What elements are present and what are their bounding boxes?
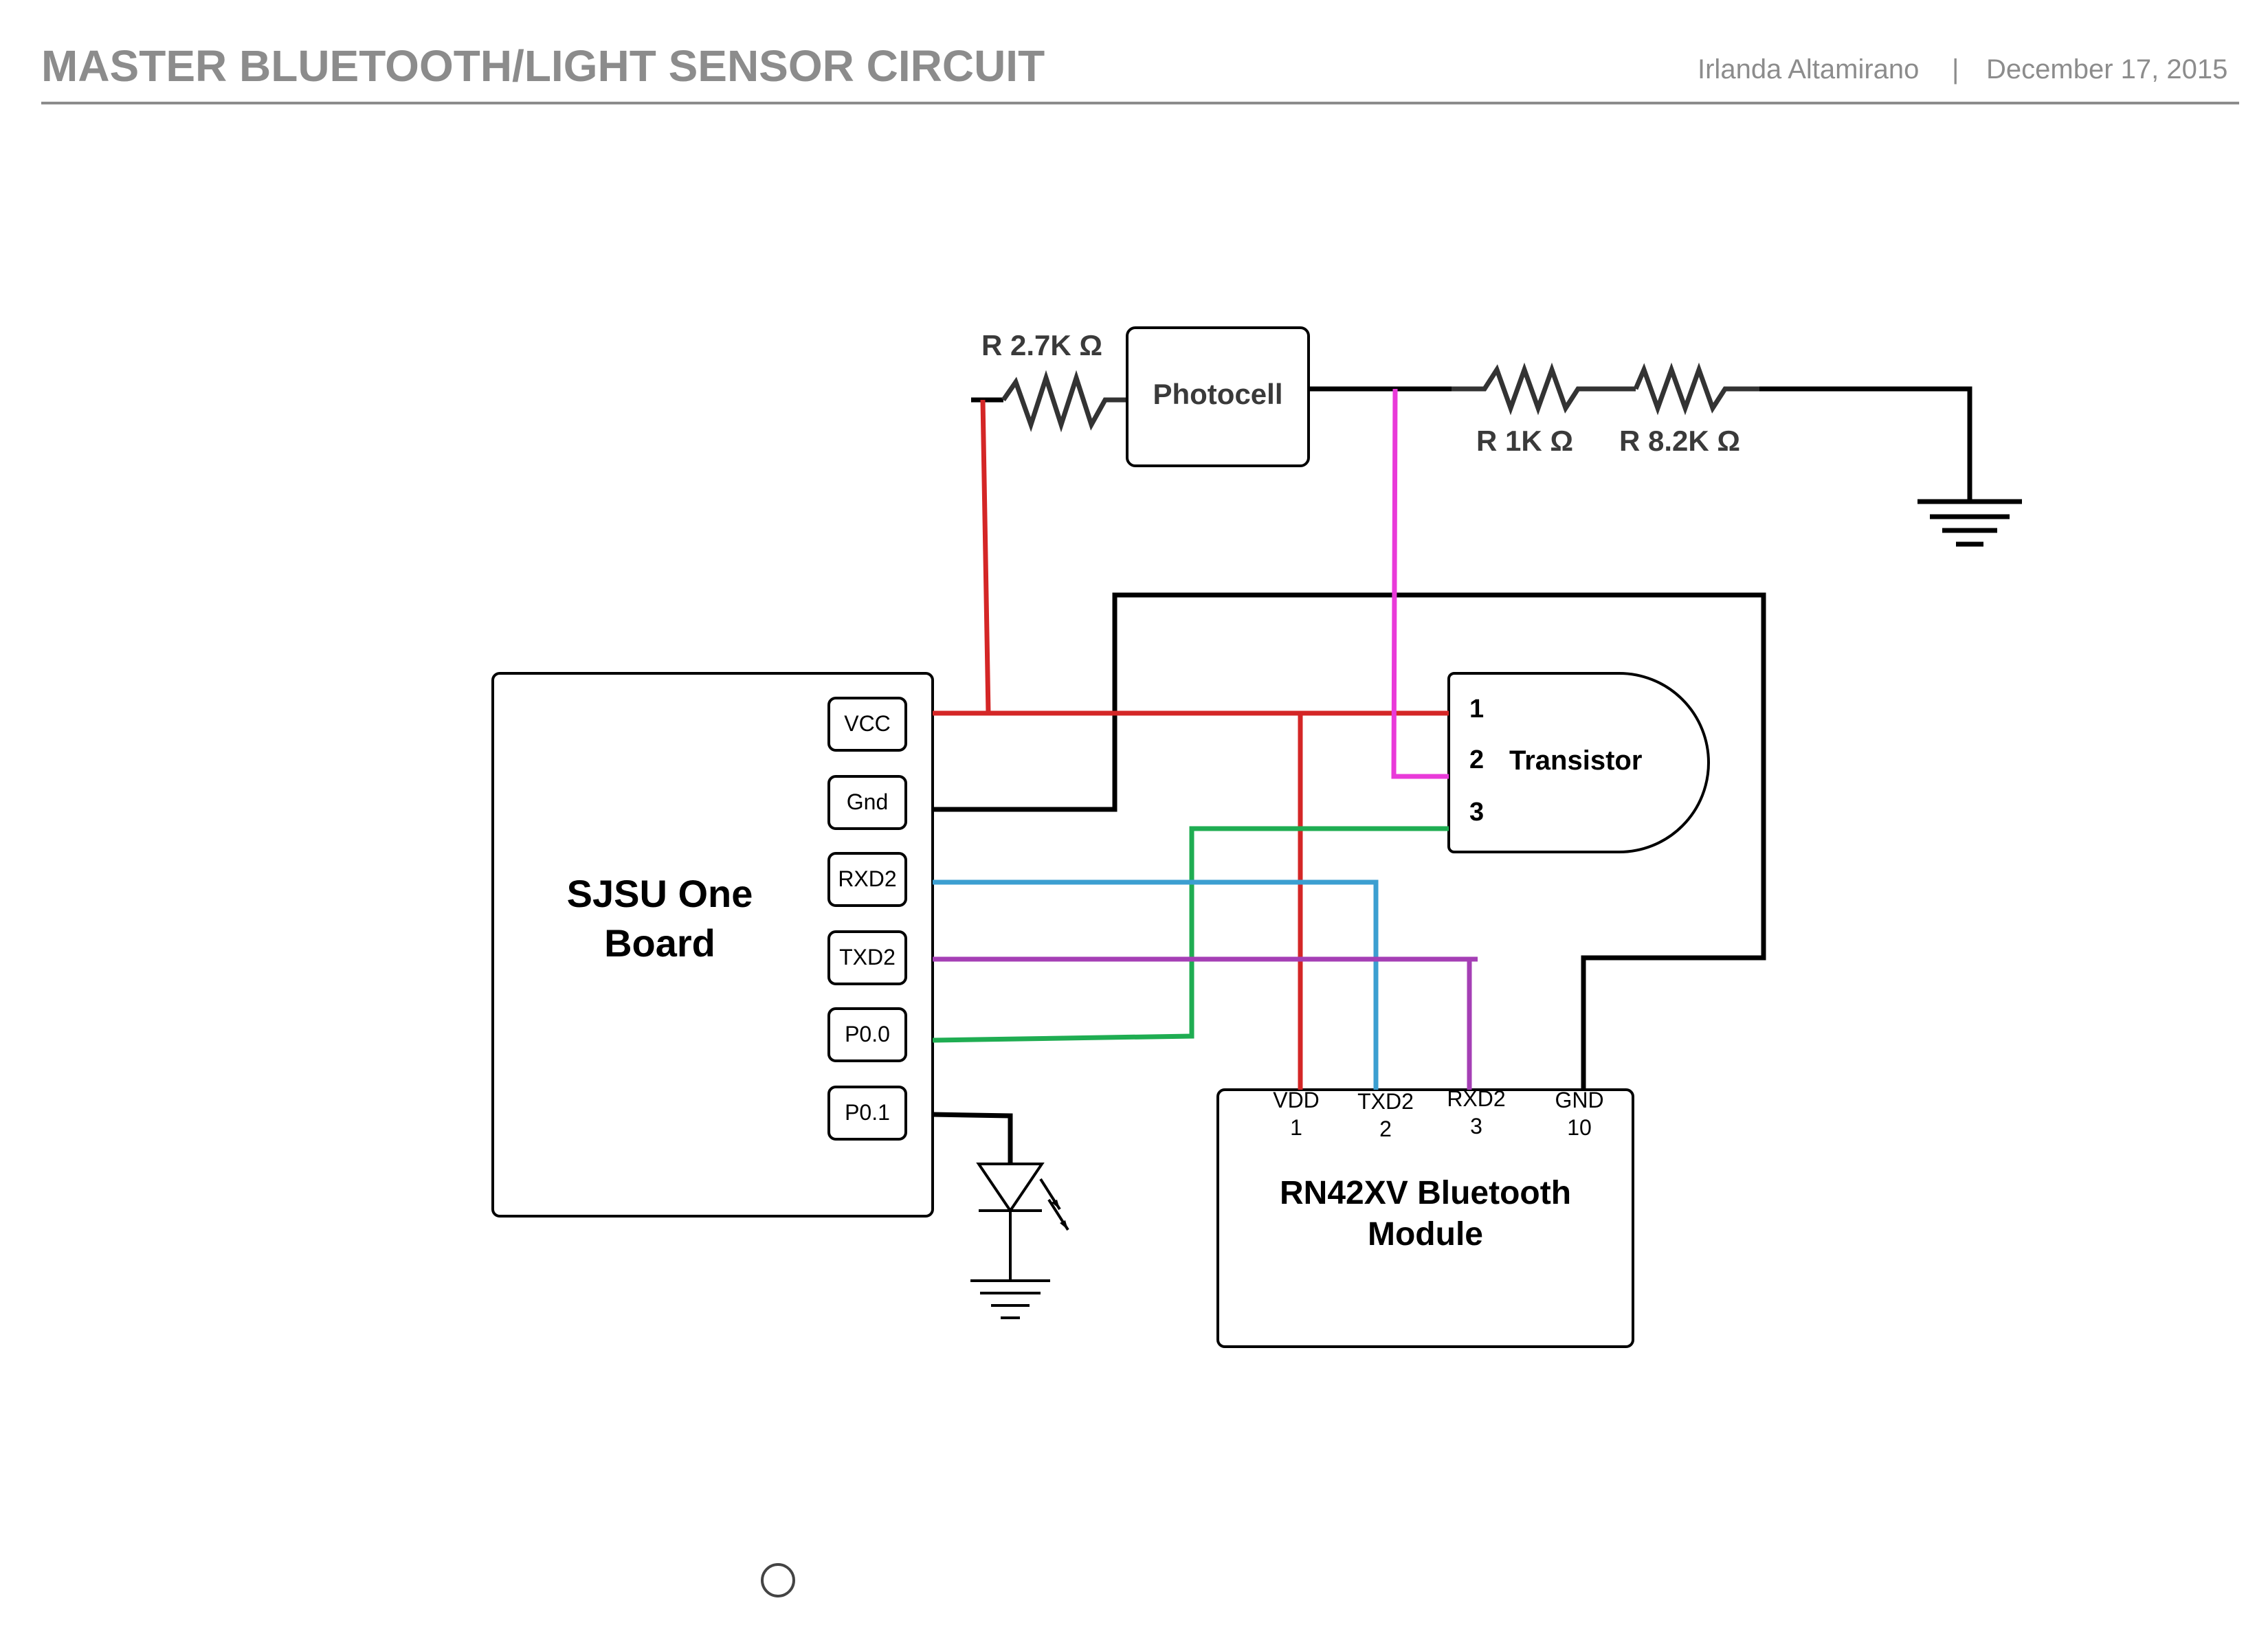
svg-text:RXD2: RXD2 (1447, 1086, 1505, 1111)
sjsu-one-board (491, 672, 934, 1218)
resistor-2-7k (1001, 370, 1127, 433)
board-pin-txd2: TXD2 (827, 930, 907, 985)
wire-vcc-resistor-drop (980, 399, 991, 714)
svg-text:GND: GND (1555, 1088, 1603, 1112)
svg-text:1: 1 (1290, 1115, 1302, 1140)
svg-text:P0.0: P0.0 (845, 1022, 890, 1046)
bluetooth-module (1216, 1088, 1634, 1348)
svg-text:TXD2: TXD2 (1357, 1089, 1414, 1114)
transistor-pin-1: 1 (1469, 695, 1484, 723)
svg-text:Gnd: Gnd (847, 789, 888, 814)
board-label-line1: SJSU One (567, 872, 753, 915)
ground-symbol-top (1917, 499, 2022, 547)
board-pin-rxd2: RXD2 (827, 852, 907, 907)
board-label-line2: Board (604, 921, 715, 965)
board-pin-vcc: VCC (827, 697, 907, 752)
page-marker-circle (761, 1563, 795, 1597)
resistor-1k (1452, 362, 1636, 416)
board-pin-p0-1: P0.1 (827, 1086, 907, 1141)
svg-text:3: 3 (1470, 1114, 1482, 1138)
resistor-8-2k-label: R 8.2K Ω (1619, 425, 1740, 457)
svg-text:10: 10 (1567, 1115, 1592, 1140)
board-pin-gnd: Gnd (827, 775, 907, 830)
transistor-body (1447, 672, 1710, 853)
wire-p01-led (932, 1112, 1013, 1164)
svg-text:P0.1: P0.1 (845, 1100, 890, 1125)
svg-text:RXD2: RXD2 (838, 866, 896, 891)
transistor-pin-3: 3 (1469, 798, 1484, 827)
transistor-pin-2: 2 (1469, 745, 1484, 774)
ground-symbol-led (970, 1279, 1050, 1319)
transistor-label: Transistor (1509, 745, 1642, 776)
resistor-8-2k (1633, 362, 1759, 416)
bluetooth-label-line1: RN42XV Bluetooth (1280, 1175, 1571, 1211)
wire-ground-loop (933, 592, 1766, 1090)
svg-text:VDD: VDD (1273, 1088, 1320, 1112)
wire-to-top-ground (1759, 386, 1972, 500)
wire-signal-pin2 (1391, 388, 1449, 779)
svg-text:VCC: VCC (844, 711, 891, 736)
led-symbol (976, 1163, 1069, 1281)
resistor-2-7k-label: R 2.7K Ω (981, 329, 1102, 361)
bluetooth-label-line2: Module (1368, 1216, 1483, 1253)
photocell-box (1126, 326, 1310, 467)
header-separator: | (1952, 54, 1959, 85)
document-date: December 17, 2015 (1986, 54, 2227, 85)
svg-text:TXD2: TXD2 (839, 945, 896, 969)
author-name: Irlanda Altamirano (1698, 54, 1919, 85)
bluetooth-pin-gnd: GND 10 (1555, 1088, 1603, 1140)
bluetooth-pin-rxd2: RXD2 3 (1447, 1086, 1505, 1138)
bluetooth-pin-vdd: VDD 1 (1273, 1088, 1320, 1140)
wire-p00-pin3 (932, 826, 1449, 1043)
wire-rxd2-to-txd2 (933, 879, 1379, 1090)
bluetooth-pin-txd2: TXD2 2 (1357, 1089, 1414, 1141)
board-pin-p0-0: P0.0 (827, 1007, 907, 1062)
page-title: MASTER BLUETOOTH/LIGHT SENSOR CIRCUIT (41, 41, 1045, 91)
svg-text:2: 2 (1379, 1117, 1392, 1141)
photocell-label: Photocell (1153, 378, 1282, 410)
resistor-1k-label: R 1K Ω (1476, 425, 1573, 457)
